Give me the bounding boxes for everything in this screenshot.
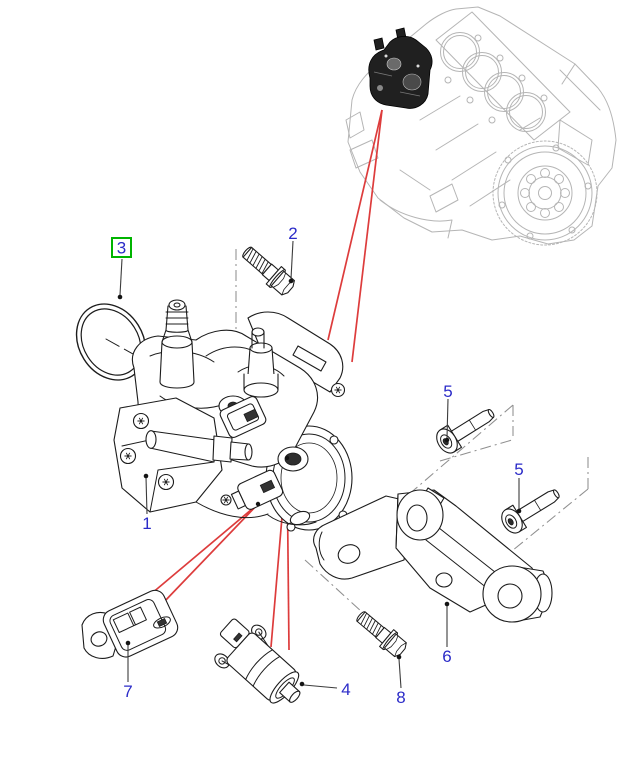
callout-5b[interactable]: 5 [514,460,523,479]
callout-2[interactable]: 2 [288,224,297,243]
callout-3-highlighted[interactable]: 3 [111,237,132,258]
callout-6[interactable]: 6 [442,647,451,666]
callout-7[interactable]: 7 [123,682,132,701]
bolt-5b-drawing [496,481,566,538]
solenoid-drawing [214,618,301,704]
engine-pump-highlight [368,27,433,109]
bolt-5a-drawing [431,400,501,458]
assembly-axis-lines [235,249,589,613]
bolt-2-drawing [237,241,299,299]
engine-locator-illustration [345,6,617,246]
callout-5a[interactable]: 5 [443,382,452,401]
bolt-8-drawing [351,606,411,661]
injection-pump-drawing [113,299,353,532]
callout-3[interactable]: 3 [117,239,126,258]
leader-lines [117,240,522,689]
callout-8[interactable]: 8 [396,688,405,707]
callout-1[interactable]: 1 [142,514,151,533]
bracket-drawing [313,487,553,623]
callouts: 1 2 3 4 5 5 6 7 8 [111,224,524,707]
o-ring-drawing [75,303,147,381]
highlight-box [111,237,132,258]
callout-4[interactable]: 4 [341,680,350,699]
sensor-drawing [81,589,179,659]
